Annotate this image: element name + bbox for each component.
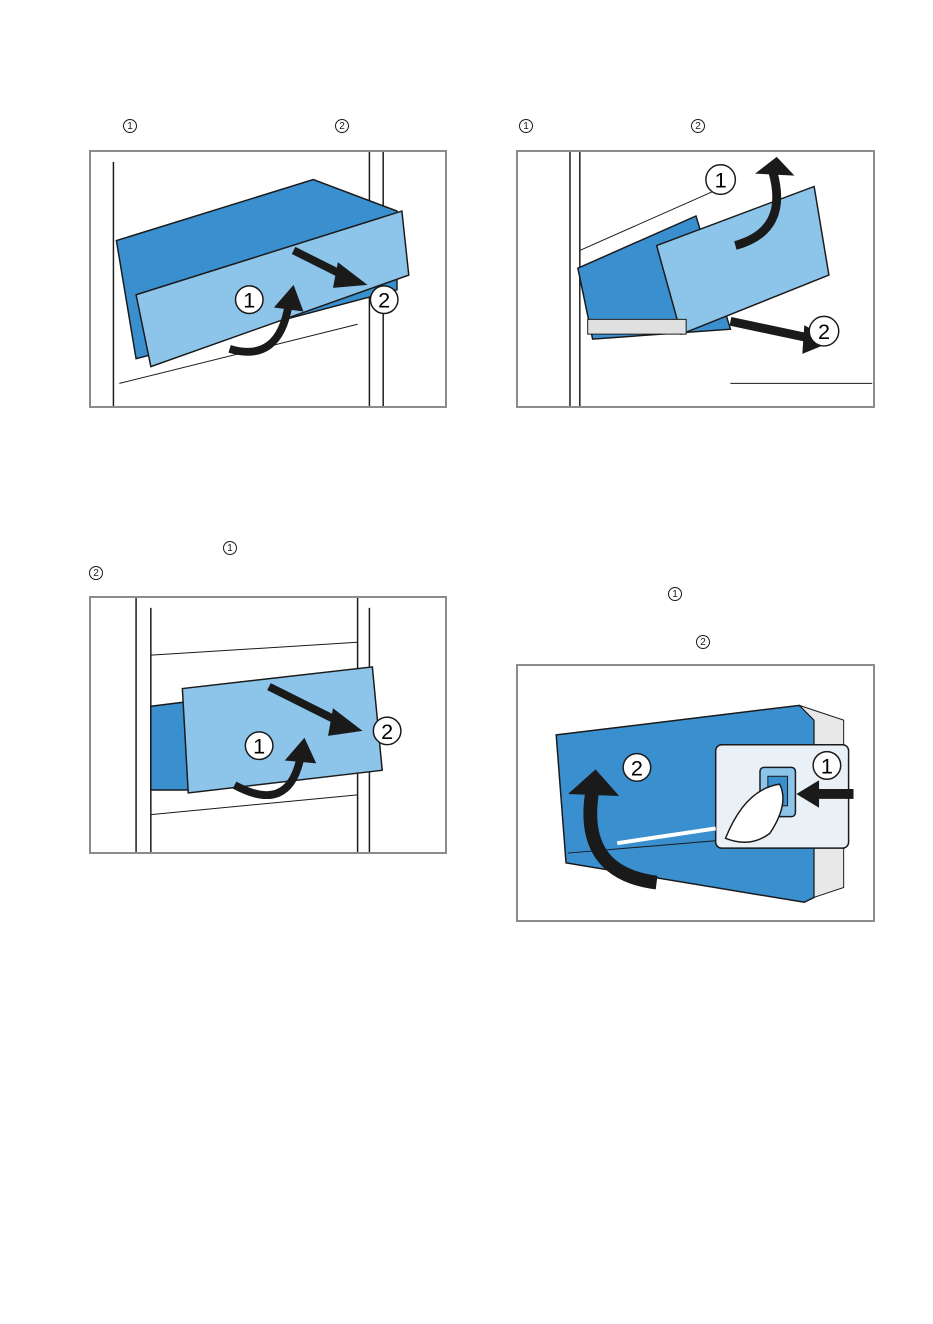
figure-step-1-label: 1 — [253, 734, 265, 759]
step-marker-1: 1 — [519, 119, 533, 133]
figure-step-2-label: 2 — [631, 755, 643, 780]
figure-step-2-label: 2 — [381, 719, 393, 744]
figure-step-1-label: 1 — [715, 167, 727, 192]
figure-step-2-label: 2 — [818, 319, 830, 344]
step-marker-2: 2 — [696, 635, 710, 649]
figure-step-2-label: 2 — [378, 288, 390, 313]
figure-step-1-label: 1 — [243, 288, 255, 313]
step-marker-2: 2 — [691, 119, 705, 133]
figure-step-1-label: 1 — [821, 753, 833, 778]
step-marker-1: 1 — [123, 119, 137, 133]
figure-remove-drawer-top-right: 1 2 — [516, 150, 875, 408]
step-marker-2: 2 — [89, 566, 103, 580]
figure-remove-drawer-bottom-left: 1 2 — [89, 596, 447, 854]
step-marker-1: 1 — [223, 541, 237, 555]
figure-release-latch-bottom-right: 2 1 — [516, 664, 875, 922]
step-marker-1: 1 — [668, 587, 682, 601]
step-marker-2: 2 — [335, 119, 349, 133]
figure-remove-drawer-top-left: 1 2 — [89, 150, 447, 408]
